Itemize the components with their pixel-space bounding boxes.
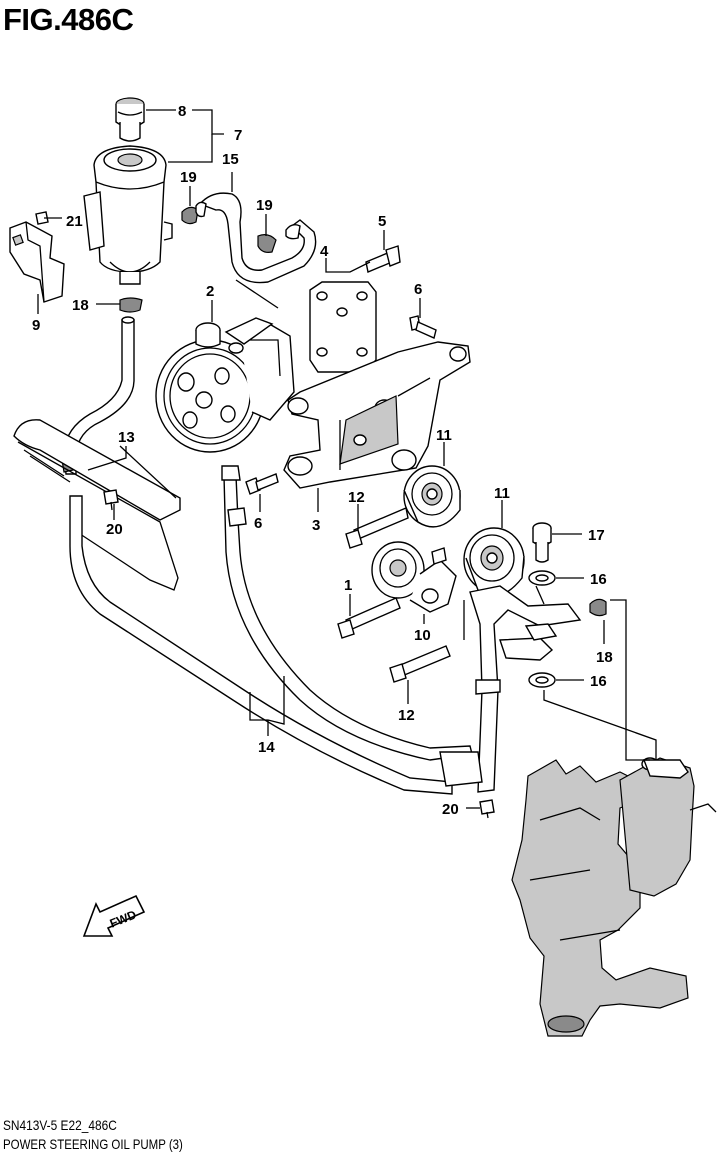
- bracket-plate: [309, 281, 377, 373]
- callout-3: 3: [312, 517, 320, 534]
- callout-1: 1: [344, 577, 352, 594]
- callout-18a: 18: [72, 297, 89, 314]
- callout-16b: 16: [590, 673, 607, 690]
- hose-clamp-18b: [589, 598, 607, 617]
- bolt-12b: [389, 645, 451, 683]
- callout-7: 7: [234, 127, 242, 144]
- callout-6b: 6: [254, 515, 262, 532]
- callout-17: 17: [588, 527, 605, 544]
- union-bolt-17: [532, 522, 552, 563]
- figure-code: SN413V-5 E22_486C: [3, 1117, 117, 1133]
- bolt-5: [365, 245, 401, 273]
- figure-description: POWER STEERING OIL PUMP (3): [3, 1136, 183, 1152]
- bolt-20b: [479, 799, 495, 819]
- callout-2: 2: [206, 283, 214, 300]
- reservoir-bracket: [9, 211, 65, 303]
- washer-16a: [528, 570, 556, 586]
- callout-12b: 12: [398, 707, 415, 724]
- callout-12a: 12: [348, 489, 365, 506]
- callout-10: 10: [414, 627, 431, 644]
- callout-numbers: 8 7 15 19 19 21 5 4 6 2 18 9 13 11 11 12…: [32, 103, 613, 818]
- figure-title: FIG.486C: [3, 2, 134, 37]
- belt-tensioner: [371, 541, 457, 613]
- callout-20b: 20: [442, 801, 459, 818]
- callout-4: 4: [320, 243, 329, 260]
- callout-11a: 11: [436, 427, 452, 444]
- bolt-12a: [345, 507, 409, 549]
- drive-belt: [13, 419, 181, 591]
- steering-gearbox: [511, 757, 717, 1037]
- idler-pulley-11b: [463, 527, 525, 597]
- pressure-hose-14: [69, 465, 582, 795]
- callout-16a: 16: [590, 571, 607, 588]
- reservoir-cap: [115, 97, 145, 142]
- callout-5: 5: [378, 213, 386, 230]
- callout-21: 21: [66, 213, 83, 230]
- hose-clamp-18a: [119, 297, 143, 313]
- callout-6a: 6: [414, 281, 422, 298]
- bolt-1: [337, 597, 401, 639]
- callout-8: 8: [178, 103, 186, 120]
- leader-lines: [37, 109, 657, 809]
- callout-20a: 20: [106, 521, 123, 538]
- callout-19b: 19: [256, 197, 273, 214]
- power-steering-pump: [155, 317, 295, 453]
- bolt-6-upper: [409, 315, 437, 339]
- callout-15: 15: [222, 151, 239, 168]
- bolt-6-lower: [245, 473, 279, 495]
- callout-9: 9: [32, 317, 40, 334]
- callout-11b: 11: [494, 485, 510, 502]
- hose-clamp-19a: [181, 206, 199, 225]
- callout-18b: 18: [596, 649, 613, 666]
- bolt-20a: [103, 489, 119, 511]
- callout-13: 13: [118, 429, 135, 446]
- hose-clamp-19b: [257, 234, 277, 253]
- reservoir-tank: [83, 145, 173, 285]
- callout-19a: 19: [180, 169, 197, 186]
- callout-14: 14: [258, 739, 275, 756]
- fwd-arrow-icon: FWD: [82, 894, 146, 937]
- inlet-hose-15: [195, 192, 317, 284]
- washer-16b: [528, 672, 556, 688]
- pump-mounting-bracket: [283, 341, 471, 489]
- idler-pulley-11a: [403, 465, 461, 528]
